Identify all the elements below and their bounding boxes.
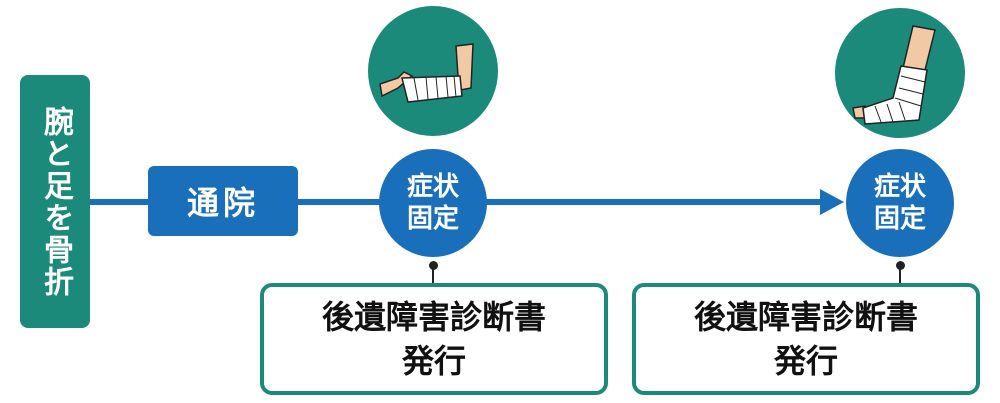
connector-line [432,265,434,285]
symptom-fixed-circle-2: 症状 固定 [846,149,954,257]
bandaged-arm-icon [368,6,498,136]
document-subtitle: 発行 [401,342,466,380]
document-title: 後遺障害診断書 [693,298,918,336]
bandaged-foot-icon [835,8,965,138]
arrow-head-icon [820,189,844,215]
visit-box: 通院 [148,166,298,236]
milestone-line1: 症状 [406,172,459,202]
milestone-line2: 固定 [873,204,926,234]
document-subtitle: 発行 [773,342,838,380]
document-box-2: 後遺障害診断書 発行 [632,283,980,395]
document-box-1: 後遺障害診断書 発行 [260,283,608,395]
symptom-fixed-circle-1: 症状 固定 [379,149,487,257]
milestone-line1: 症状 [873,172,926,202]
start-box-fracture: 腕と足を骨折 [20,75,90,328]
milestone-line2: 固定 [406,204,459,234]
document-title: 後遺障害診断書 [321,298,546,336]
connector-line [899,265,901,285]
